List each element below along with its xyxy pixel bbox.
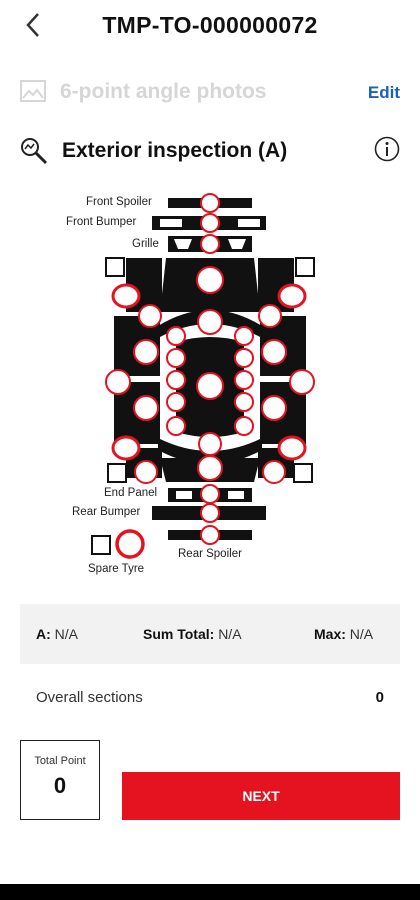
left-rear-corner-box[interactable] — [107, 463, 127, 483]
page-title: TMP-TO-000000072 — [102, 12, 318, 38]
point-right-quarter[interactable] — [262, 460, 286, 484]
label-front-spoiler: Front Spoiler — [86, 196, 152, 208]
stat-sum: Sum Total: N/A — [143, 626, 242, 642]
point-rear-window[interactable] — [198, 432, 222, 456]
back-arrow-icon[interactable] — [20, 8, 50, 42]
point-rear-bumper[interactable] — [200, 503, 220, 523]
spare-tyre-box[interactable] — [91, 535, 111, 555]
end-panel-slot-right — [228, 491, 244, 499]
total-point-box: Total Point 0 — [20, 740, 100, 820]
point-right-pillar-1[interactable] — [234, 326, 254, 346]
spare-tyre-circle[interactable] — [115, 529, 145, 559]
label-grille: Grille — [132, 238, 159, 250]
point-right-a-pillar[interactable] — [258, 304, 282, 328]
point-end-panel[interactable] — [200, 484, 220, 504]
stat-sum-value: N/A — [218, 626, 242, 642]
right-front-mirror-box[interactable] — [295, 257, 315, 277]
point-left-front-door[interactable] — [133, 339, 159, 365]
grille-slot-right — [228, 239, 246, 249]
stat-max-value: N/A — [349, 626, 374, 642]
point-right-pillar-4[interactable] — [234, 392, 254, 412]
total-point-label: Total Point — [34, 755, 86, 767]
point-trunk[interactable] — [197, 455, 223, 481]
point-front-spoiler[interactable] — [200, 193, 220, 213]
system-nav-bar — [0, 884, 420, 900]
point-right-front-door[interactable] — [261, 339, 287, 365]
stat-sum-label: Sum Total: — [143, 626, 215, 642]
next-button[interactable]: NEXT — [122, 772, 400, 820]
point-left-rear-door[interactable] — [133, 395, 159, 421]
stat-a-value: N/A — [54, 626, 79, 642]
right-rear-corner-box[interactable] — [293, 463, 313, 483]
front-bumper-slot-left — [160, 219, 182, 227]
grille-slot-left — [174, 239, 192, 249]
stat-max-label: Max: — [314, 626, 346, 642]
label-spare-tyre: Spare Tyre — [88, 563, 145, 575]
end-panel-slot-left — [176, 491, 192, 499]
front-bumper-slot-right — [238, 219, 260, 227]
top-bar: TMP-TO-000000072 — [0, 0, 420, 52]
point-left-quarter[interactable] — [134, 460, 158, 484]
car-diagram: Front Spoiler Front Bumper Grille End Pa… — [0, 186, 420, 586]
inspection-search-icon — [21, 138, 48, 165]
photos-row: 6-point angle photos Edit — [0, 76, 420, 112]
left-front-mirror-box[interactable] — [105, 257, 125, 277]
point-rear-spoiler[interactable] — [200, 525, 220, 545]
label-front-bumper: Front Bumper — [66, 216, 137, 228]
point-left-pillar-4[interactable] — [166, 392, 186, 412]
label-rear-spoiler: Rear Spoiler — [178, 548, 242, 560]
point-front-bumper[interactable] — [200, 213, 220, 233]
overall-sections-value: 0 — [375, 689, 384, 706]
car-diagram-svg — [91, 193, 315, 559]
stat-a: A: N/A — [36, 626, 78, 642]
point-right-sill[interactable] — [289, 369, 315, 395]
image-icon — [20, 80, 46, 102]
stat-a-label: A: — [36, 626, 51, 642]
stats-panel: A: N/A Sum Total: N/A Max: N/A — [20, 604, 400, 664]
point-right-pillar-3[interactable] — [234, 370, 254, 390]
left-rear-tyre[interactable] — [111, 435, 141, 461]
point-right-pillar-5[interactable] — [234, 416, 254, 436]
inspection-title: Exterior inspection (A) — [62, 139, 288, 162]
stat-max: Max: N/A — [314, 626, 373, 642]
point-right-pillar-2[interactable] — [234, 348, 254, 368]
point-left-pillar-5[interactable] — [166, 416, 186, 436]
info-icon[interactable] — [374, 136, 400, 162]
point-left-pillar-3[interactable] — [166, 370, 186, 390]
inspection-row: Exterior inspection (A) — [0, 134, 420, 170]
point-left-pillar-1[interactable] — [166, 326, 186, 346]
label-end-panel: End Panel — [104, 487, 158, 499]
total-point-value: 0 — [53, 773, 67, 798]
point-left-sill[interactable] — [105, 369, 131, 395]
right-front-tyre[interactable] — [277, 283, 307, 309]
right-rear-tyre[interactable] — [277, 435, 307, 461]
point-left-a-pillar[interactable] — [138, 304, 162, 328]
point-roof[interactable] — [196, 372, 224, 400]
edit-link[interactable]: Edit — [367, 83, 400, 102]
point-windshield[interactable] — [197, 309, 223, 335]
left-front-tyre[interactable] — [111, 283, 141, 309]
point-grille[interactable] — [200, 234, 220, 254]
overall-sections-label: Overall sections — [36, 689, 143, 706]
photos-label: 6-point angle photos — [60, 80, 267, 103]
label-rear-bumper: Rear Bumper — [72, 506, 141, 518]
point-right-rear-door[interactable] — [261, 395, 287, 421]
point-left-pillar-2[interactable] — [166, 348, 186, 368]
point-hood[interactable] — [196, 266, 224, 294]
